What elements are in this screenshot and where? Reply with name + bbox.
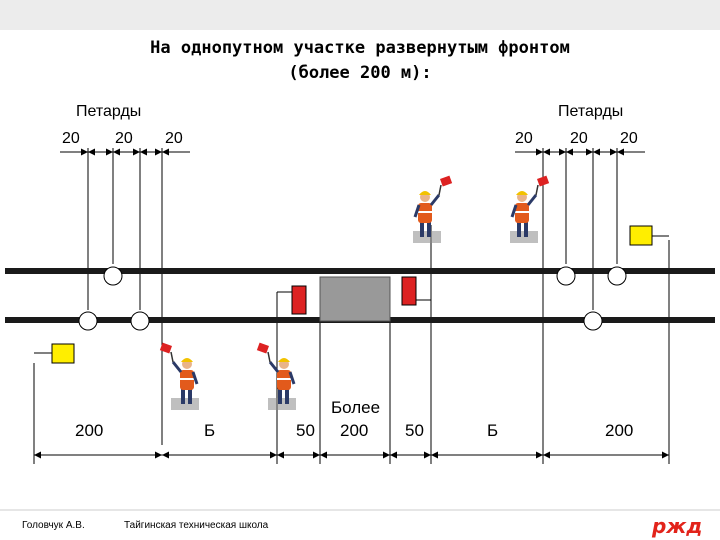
top-band <box>0 0 720 30</box>
petard-right-upper-1 <box>556 266 576 286</box>
dist-more-label: Более <box>331 398 380 417</box>
petardy-left-label: Петарды <box>76 103 141 120</box>
petard-left-lower-1 <box>78 311 98 331</box>
footer-school: Тайгинская техническая школа <box>124 520 269 531</box>
dist-50-left: 50 <box>296 421 315 440</box>
dist-more-value: 200 <box>340 421 368 440</box>
stop-signal-right <box>401 276 431 306</box>
signalman-1-icon <box>411 174 454 245</box>
dist-200-right: 200 <box>605 421 633 440</box>
dist-200-left: 200 <box>75 421 103 440</box>
signalman-3-icon <box>158 341 201 412</box>
footer-author: Головчук А.В. <box>22 520 85 531</box>
dist-50-right: 50 <box>405 421 424 440</box>
petard-right-upper-2 <box>607 266 627 286</box>
warning-signal-left <box>34 343 75 364</box>
petardy-left-distance-1: 20 <box>62 130 80 147</box>
petardy-right-distance-2: 20 <box>570 130 588 147</box>
petardy-left-distance-2: 20 <box>115 130 133 147</box>
svg-text:ржд: ржд <box>651 514 702 538</box>
title-line-1: На однопутном участке развернутым фронто… <box>150 38 570 58</box>
warning-signal-right <box>629 225 669 246</box>
rzd-logo: ржд <box>651 514 702 538</box>
petardy-left-distance-3: 20 <box>165 130 183 147</box>
work-area <box>319 276 391 322</box>
petardy-right-label: Петарды <box>558 103 623 120</box>
dist-b-right: Б <box>487 421 498 440</box>
signalman-4-icon <box>255 341 298 412</box>
petard-left-lower-2 <box>130 311 150 331</box>
title-line-2: (более 200 м): <box>288 63 432 83</box>
petardy-right-distance-3: 20 <box>620 130 638 147</box>
dist-b-left: Б <box>204 421 215 440</box>
petard-right-lower <box>583 311 603 331</box>
rail-upper <box>5 268 715 274</box>
petard-left-upper <box>103 266 123 286</box>
petards <box>78 266 627 331</box>
petardy-right-distance-1: 20 <box>515 130 533 147</box>
stop-signal-left <box>277 285 307 315</box>
